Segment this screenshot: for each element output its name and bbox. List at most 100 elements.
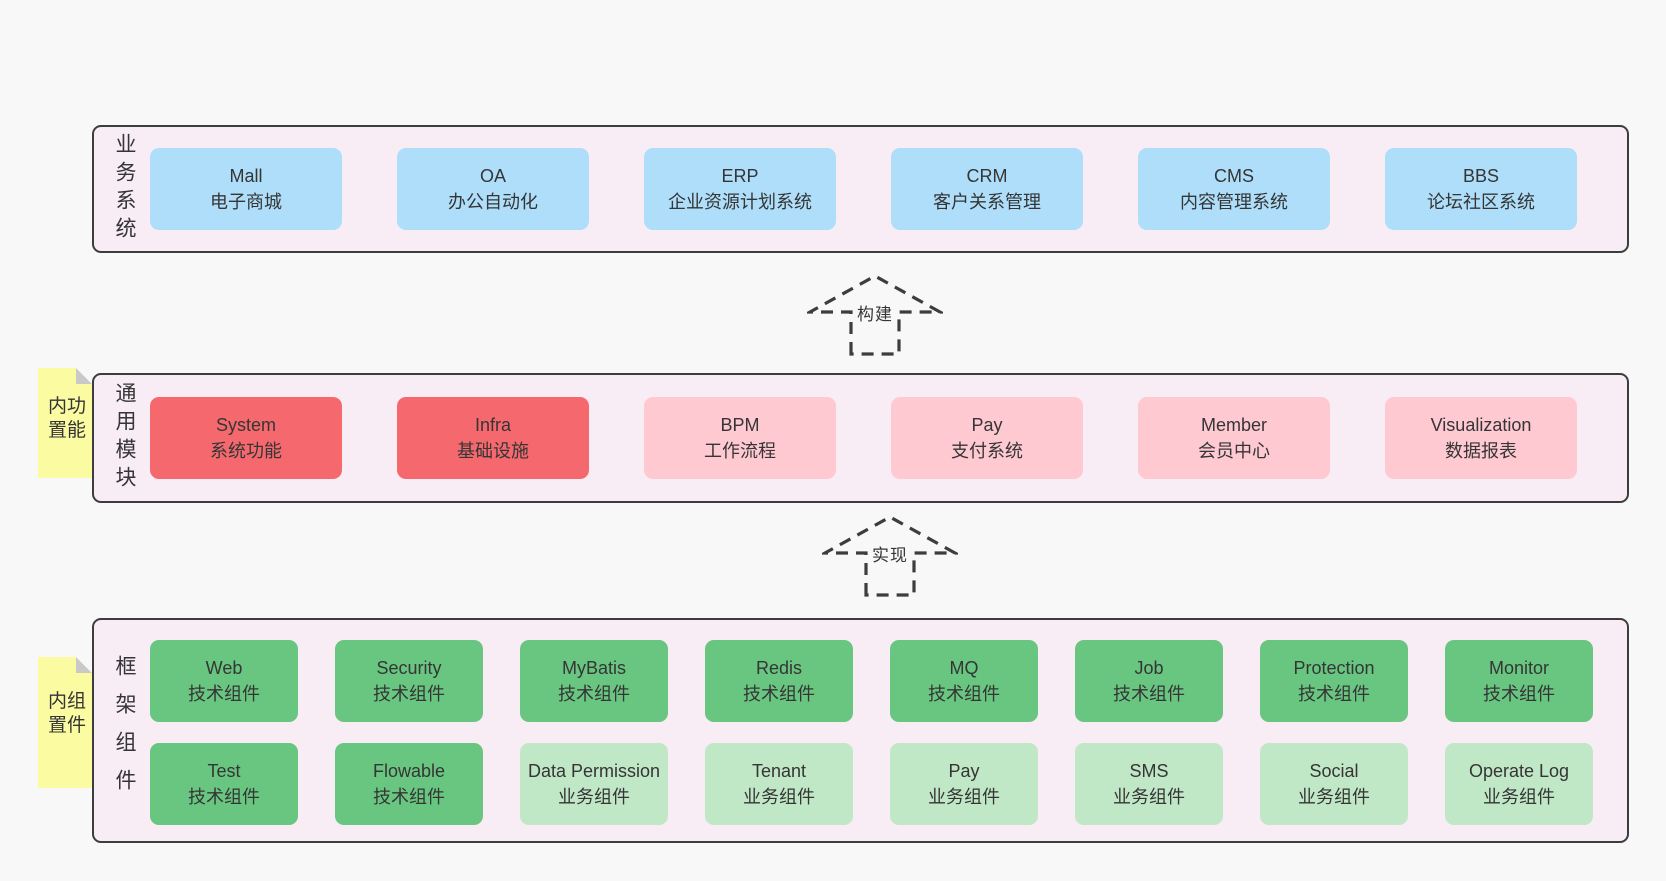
box-bbs: BBS 论坛社区系统 (1385, 148, 1577, 230)
box-cms: CMS 内容管理系统 (1138, 148, 1330, 230)
box-crm: CRM 客户关系管理 (891, 148, 1083, 230)
box-title: MyBatis (561, 657, 626, 678)
box-subtitle: 工作流程 (704, 441, 776, 461)
layer-framework-components-label: 框架组件 (113, 654, 136, 807)
sticky-note-builtin-features-text: 内置功能 (45, 395, 85, 444)
box-title: BPM (720, 414, 760, 435)
box-mall: Mall 电子商城 (150, 148, 342, 230)
box-title: Data Permission (527, 760, 661, 781)
box-protection: Protection 技术组件 (1260, 640, 1408, 722)
box-security: Security 技术组件 (335, 640, 483, 722)
box-data-permission: Data Permission 业务组件 (520, 743, 668, 825)
box-title: Pay (971, 414, 1003, 435)
box-title: ERP (721, 165, 759, 186)
arrow-implement: 实现 (822, 513, 958, 597)
layer-common-modules-label: 通用模块 (113, 382, 136, 494)
layer-business-systems: 业务系统 Mall 电子商城 OA 办公自动化 ERP 企业资源计划系统 CRM 客户关系管理… (92, 125, 1629, 253)
box-title: MQ (949, 657, 979, 678)
box-subtitle: 技术组件 (373, 684, 445, 704)
sticky-note-builtin-components-text: 内置组件 (45, 689, 85, 738)
arrow-build-label: 构建 (854, 299, 896, 326)
box-member: Member 会员中心 (1138, 397, 1330, 479)
sticky-note-builtin-features: 内置功能 (38, 368, 92, 478)
box-pay: Pay 支付系统 (891, 397, 1083, 479)
box-subtitle: 会员中心 (1198, 441, 1270, 461)
box-sms: SMS 业务组件 (1075, 743, 1223, 825)
box-subtitle: 企业资源计划系统 (668, 192, 812, 212)
box-title: CMS (1214, 165, 1254, 186)
box-erp: ERP 企业资源计划系统 (644, 148, 836, 230)
box-title: Pay (948, 760, 980, 781)
box-flowable: Flowable 技术组件 (335, 743, 483, 825)
box-title: Operate Log (1468, 760, 1570, 781)
common-modules-row: System 系统功能 Infra 基础设施 BPM 工作流程 Pay 支付系统 Member 会… (150, 397, 1577, 479)
box-title: Infra (474, 414, 512, 435)
box-subtitle: 客户关系管理 (933, 192, 1041, 212)
box-subtitle: 系统功能 (210, 441, 282, 461)
box-subtitle: 业务组件 (743, 787, 815, 807)
box-subtitle: 数据报表 (1445, 441, 1517, 461)
arrow-build: 构建 (807, 272, 943, 356)
box-subtitle: 技术组件 (743, 684, 815, 704)
box-mq: MQ 技术组件 (890, 640, 1038, 722)
box-title: Protection (1293, 657, 1375, 678)
box-title: Mall (229, 165, 263, 186)
box-operate-log: Operate Log 业务组件 (1445, 743, 1593, 825)
box-monitor: Monitor 技术组件 (1445, 640, 1593, 722)
box-mybatis: MyBatis 技术组件 (520, 640, 668, 722)
box-title: Security (376, 657, 442, 678)
box-subtitle: 技术组件 (1483, 684, 1555, 704)
box-subtitle: 技术组件 (188, 684, 260, 704)
box-subtitle: 技术组件 (928, 684, 1000, 704)
box-title: SMS (1129, 760, 1169, 781)
business-systems-row: Mall 电子商城 OA 办公自动化 ERP 企业资源计划系统 CRM 客户关系管理 CMS 内容… (150, 148, 1577, 230)
box-social: Social 业务组件 (1260, 743, 1408, 825)
box-subtitle: 基础设施 (457, 441, 529, 461)
box-oa: OA 办公自动化 (397, 148, 589, 230)
box-subtitle: 业务组件 (1298, 787, 1370, 807)
box-title: Member (1200, 414, 1267, 435)
box-title: Test (207, 760, 241, 781)
box-tenant: Tenant 业务组件 (705, 743, 853, 825)
layer-common-modules: 通用模块 System 系统功能 Infra 基础设施 BPM 工作流程 Pay 支付系统 Me… (92, 373, 1629, 503)
box-subtitle: 业务组件 (1113, 787, 1185, 807)
box-subtitle: 办公自动化 (448, 192, 538, 212)
box-title: System (215, 414, 276, 435)
box-title: BBS (1462, 165, 1500, 186)
box-title: Job (1134, 657, 1164, 678)
box-redis: Redis 技术组件 (705, 640, 853, 722)
box-title: CRM (966, 165, 1008, 186)
box-bpm: BPM 工作流程 (644, 397, 836, 479)
box-title: Redis (755, 657, 803, 678)
box-subtitle: 技术组件 (373, 787, 445, 807)
box-subtitle: 电子商城 (210, 192, 282, 212)
box-subtitle: 技术组件 (188, 787, 260, 807)
box-test: Test 技术组件 (150, 743, 298, 825)
box-title: Tenant (751, 760, 807, 781)
sticky-note-builtin-components: 内置组件 (38, 657, 92, 788)
box-title: Monitor (1488, 657, 1550, 678)
box-title: OA (479, 165, 506, 186)
box-subtitle: 内容管理系统 (1180, 192, 1288, 212)
box-subtitle: 业务组件 (1483, 787, 1555, 807)
box-system: System 系统功能 (150, 397, 342, 479)
box-subtitle: 业务组件 (558, 787, 630, 807)
box-subtitle: 技术组件 (558, 684, 630, 704)
box-title: Flowable (372, 760, 446, 781)
box-subtitle: 支付系统 (951, 441, 1023, 461)
dashed-up-arrow-icon (822, 515, 958, 597)
box-title: Visualization (1430, 414, 1532, 435)
box-subtitle: 论坛社区系统 (1427, 192, 1535, 212)
layer-business-systems-label: 业务系统 (113, 133, 136, 245)
box-subtitle: 技术组件 (1298, 684, 1370, 704)
dashed-up-arrow-icon (807, 274, 943, 356)
box-infra: Infra 基础设施 (397, 397, 589, 479)
box-title: Social (1309, 760, 1359, 781)
